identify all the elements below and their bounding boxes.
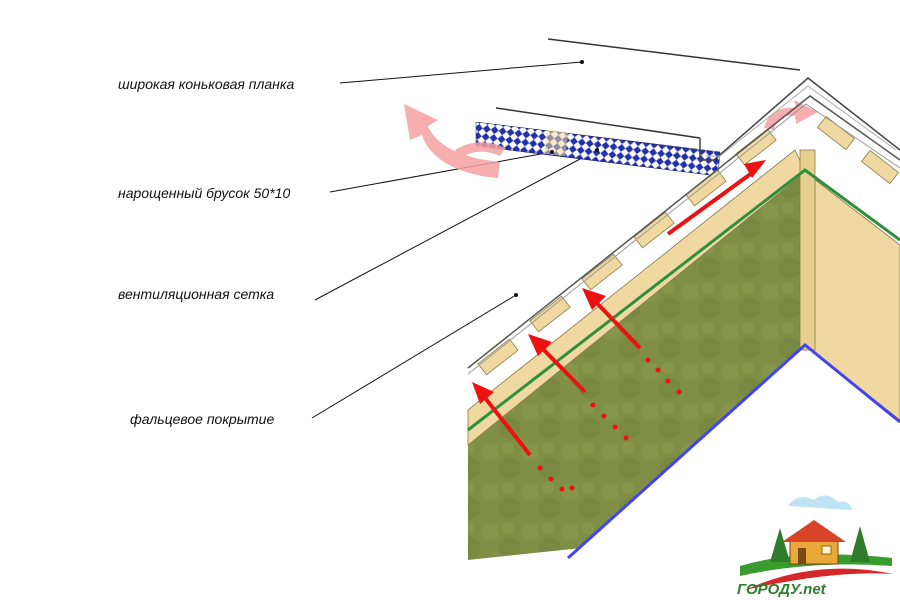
exhaust-arrow-left	[404, 104, 500, 178]
bar-pointer-dot	[550, 150, 554, 154]
exhaust-arrow-left-tail	[455, 142, 505, 158]
logo-swoosh	[745, 568, 893, 590]
ventilation-arrows	[472, 160, 766, 492]
logo-text: ГОРОДУ.net	[737, 581, 827, 598]
seam-covering-inner	[467, 103, 900, 375]
logo-tree-left	[770, 528, 790, 562]
logo-tree-right	[850, 526, 870, 562]
ridge-pointer-dot	[580, 60, 584, 64]
leader-cover	[311, 294, 517, 419]
label-seam-covering: фальцевое покрытие	[130, 411, 275, 427]
leader-bar	[329, 151, 553, 193]
label-ridge-plank: широкая коньковая планка	[118, 76, 295, 92]
airflow-arrow-2	[538, 344, 587, 394]
membrane	[467, 168, 900, 432]
leader-ridge	[339, 61, 583, 84]
airflow-arrow-ridge	[666, 168, 758, 236]
airflow-arrow-3	[592, 298, 642, 350]
label-ventilation-mesh: вентиляционная сетка	[118, 286, 275, 302]
airflow-dots	[537, 357, 682, 492]
roof-section	[467, 77, 900, 600]
seam-covering	[467, 95, 900, 369]
leader-lines	[311, 61, 598, 419]
insulation	[468, 170, 805, 560]
logo-house-roof	[782, 520, 846, 542]
exploded-bar	[543, 129, 569, 157]
cover-pointer-dot	[514, 293, 518, 297]
ridge-board	[799, 149, 816, 351]
vapor-barrier	[566, 343, 900, 560]
logo-house-window	[821, 545, 832, 555]
exploded-ridge-plank	[495, 38, 801, 139]
ridge-cap-inner	[706, 85, 897, 157]
ridge-cap	[699, 77, 900, 161]
leader-mesh	[314, 149, 598, 301]
label-extended-bar: нарощенный брусок 50*10	[118, 185, 291, 201]
logo-house-door	[798, 548, 806, 564]
mesh-pointer-dot	[595, 148, 599, 152]
logo-clouds	[788, 495, 852, 510]
exhaust-air-arrows	[404, 100, 818, 178]
site-logo: ГОРОДУ.net	[737, 495, 893, 598]
airflow-arrow-1	[480, 392, 532, 457]
exhaust-arrow-right	[764, 100, 818, 130]
